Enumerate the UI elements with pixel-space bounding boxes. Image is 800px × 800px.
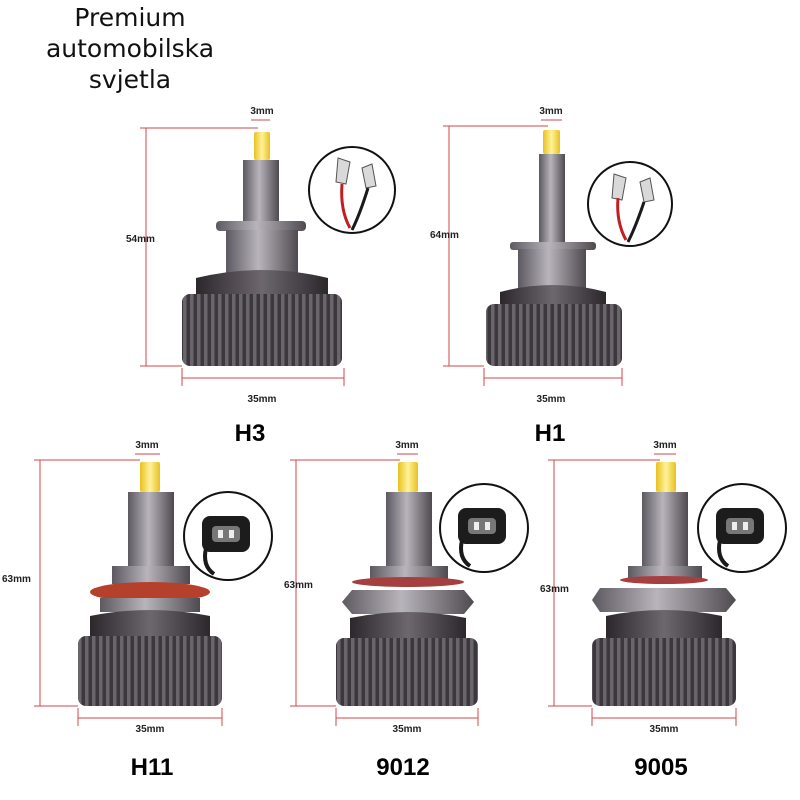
- product-heading: Premium automobilska svjetla: [20, 2, 240, 95]
- heatsink-h11: [78, 636, 222, 706]
- heading-line-1: Premium: [74, 3, 186, 32]
- model-label-h1: H1: [534, 420, 566, 447]
- dimension-lines-9005: [548, 453, 737, 726]
- led-chip-9012: [398, 462, 418, 492]
- led-chip-h3: [254, 132, 270, 160]
- height-label-h11: 63mm: [2, 574, 31, 585]
- heatsink-9005: [592, 638, 736, 706]
- height-label-h3: 54mm: [126, 234, 155, 245]
- bulb-h11: [34, 453, 273, 726]
- led-chip-9005: [656, 462, 676, 492]
- connector-icon-9005: [697, 483, 787, 573]
- height-label-9005: 63mm: [540, 584, 569, 595]
- tip-width-label-h11: 3mm: [135, 440, 159, 451]
- width-label-9005: 35mm: [649, 724, 679, 735]
- tip-width-label-h1: 3mm: [539, 106, 563, 117]
- model-label-h11: H11: [130, 754, 174, 781]
- tip-width-label-h3: 3mm: [250, 106, 274, 117]
- bulb-h1: [443, 119, 673, 386]
- heading-line-2: automobilska: [45, 34, 215, 63]
- model-label-h3: H3: [234, 420, 266, 447]
- model-label-9005: 9005: [634, 754, 688, 781]
- tip-width-label-9005: 3mm: [653, 440, 677, 451]
- model-label-9012: 9012: [376, 754, 430, 781]
- height-label-h1: 64mm: [430, 230, 459, 241]
- led-chip-h1: [543, 130, 560, 154]
- height-label-9012: 63mm: [284, 580, 313, 591]
- width-label-h1: 35mm: [536, 394, 566, 405]
- shaft-h1: [539, 154, 565, 244]
- dimension-lines-h11: [34, 453, 223, 726]
- led-chip-h11: [140, 462, 160, 492]
- shaft-h3: [243, 160, 279, 222]
- width-label-h3: 35mm: [247, 394, 277, 405]
- dimension-lines-h3: [140, 119, 345, 386]
- h11-ring: [90, 582, 210, 602]
- dimension-lines-9012: [290, 453, 479, 726]
- connector-icon-h3: [308, 146, 396, 234]
- heatsink-h1: [486, 304, 622, 366]
- tip-width-label-9012: 3mm: [395, 440, 419, 451]
- heatsink-9012: [336, 638, 478, 706]
- connector-icon-h11: [183, 491, 273, 581]
- bulb-9005: [548, 453, 787, 726]
- shaft-9005: [642, 492, 688, 568]
- width-label-9012: 35mm: [392, 724, 422, 735]
- shaft-9012: [386, 492, 432, 568]
- bulb-h3: [140, 119, 396, 386]
- width-label-h11: 35mm: [135, 724, 165, 735]
- connector-icon-9012: [439, 483, 529, 573]
- bulb-9012: [290, 453, 529, 726]
- shaft-h11: [128, 492, 174, 568]
- connector-icon-h1: [587, 161, 673, 247]
- dimension-lines-h1: [443, 119, 623, 386]
- heading-line-3: svjetla: [88, 65, 172, 94]
- heatsink-h3: [182, 294, 342, 366]
